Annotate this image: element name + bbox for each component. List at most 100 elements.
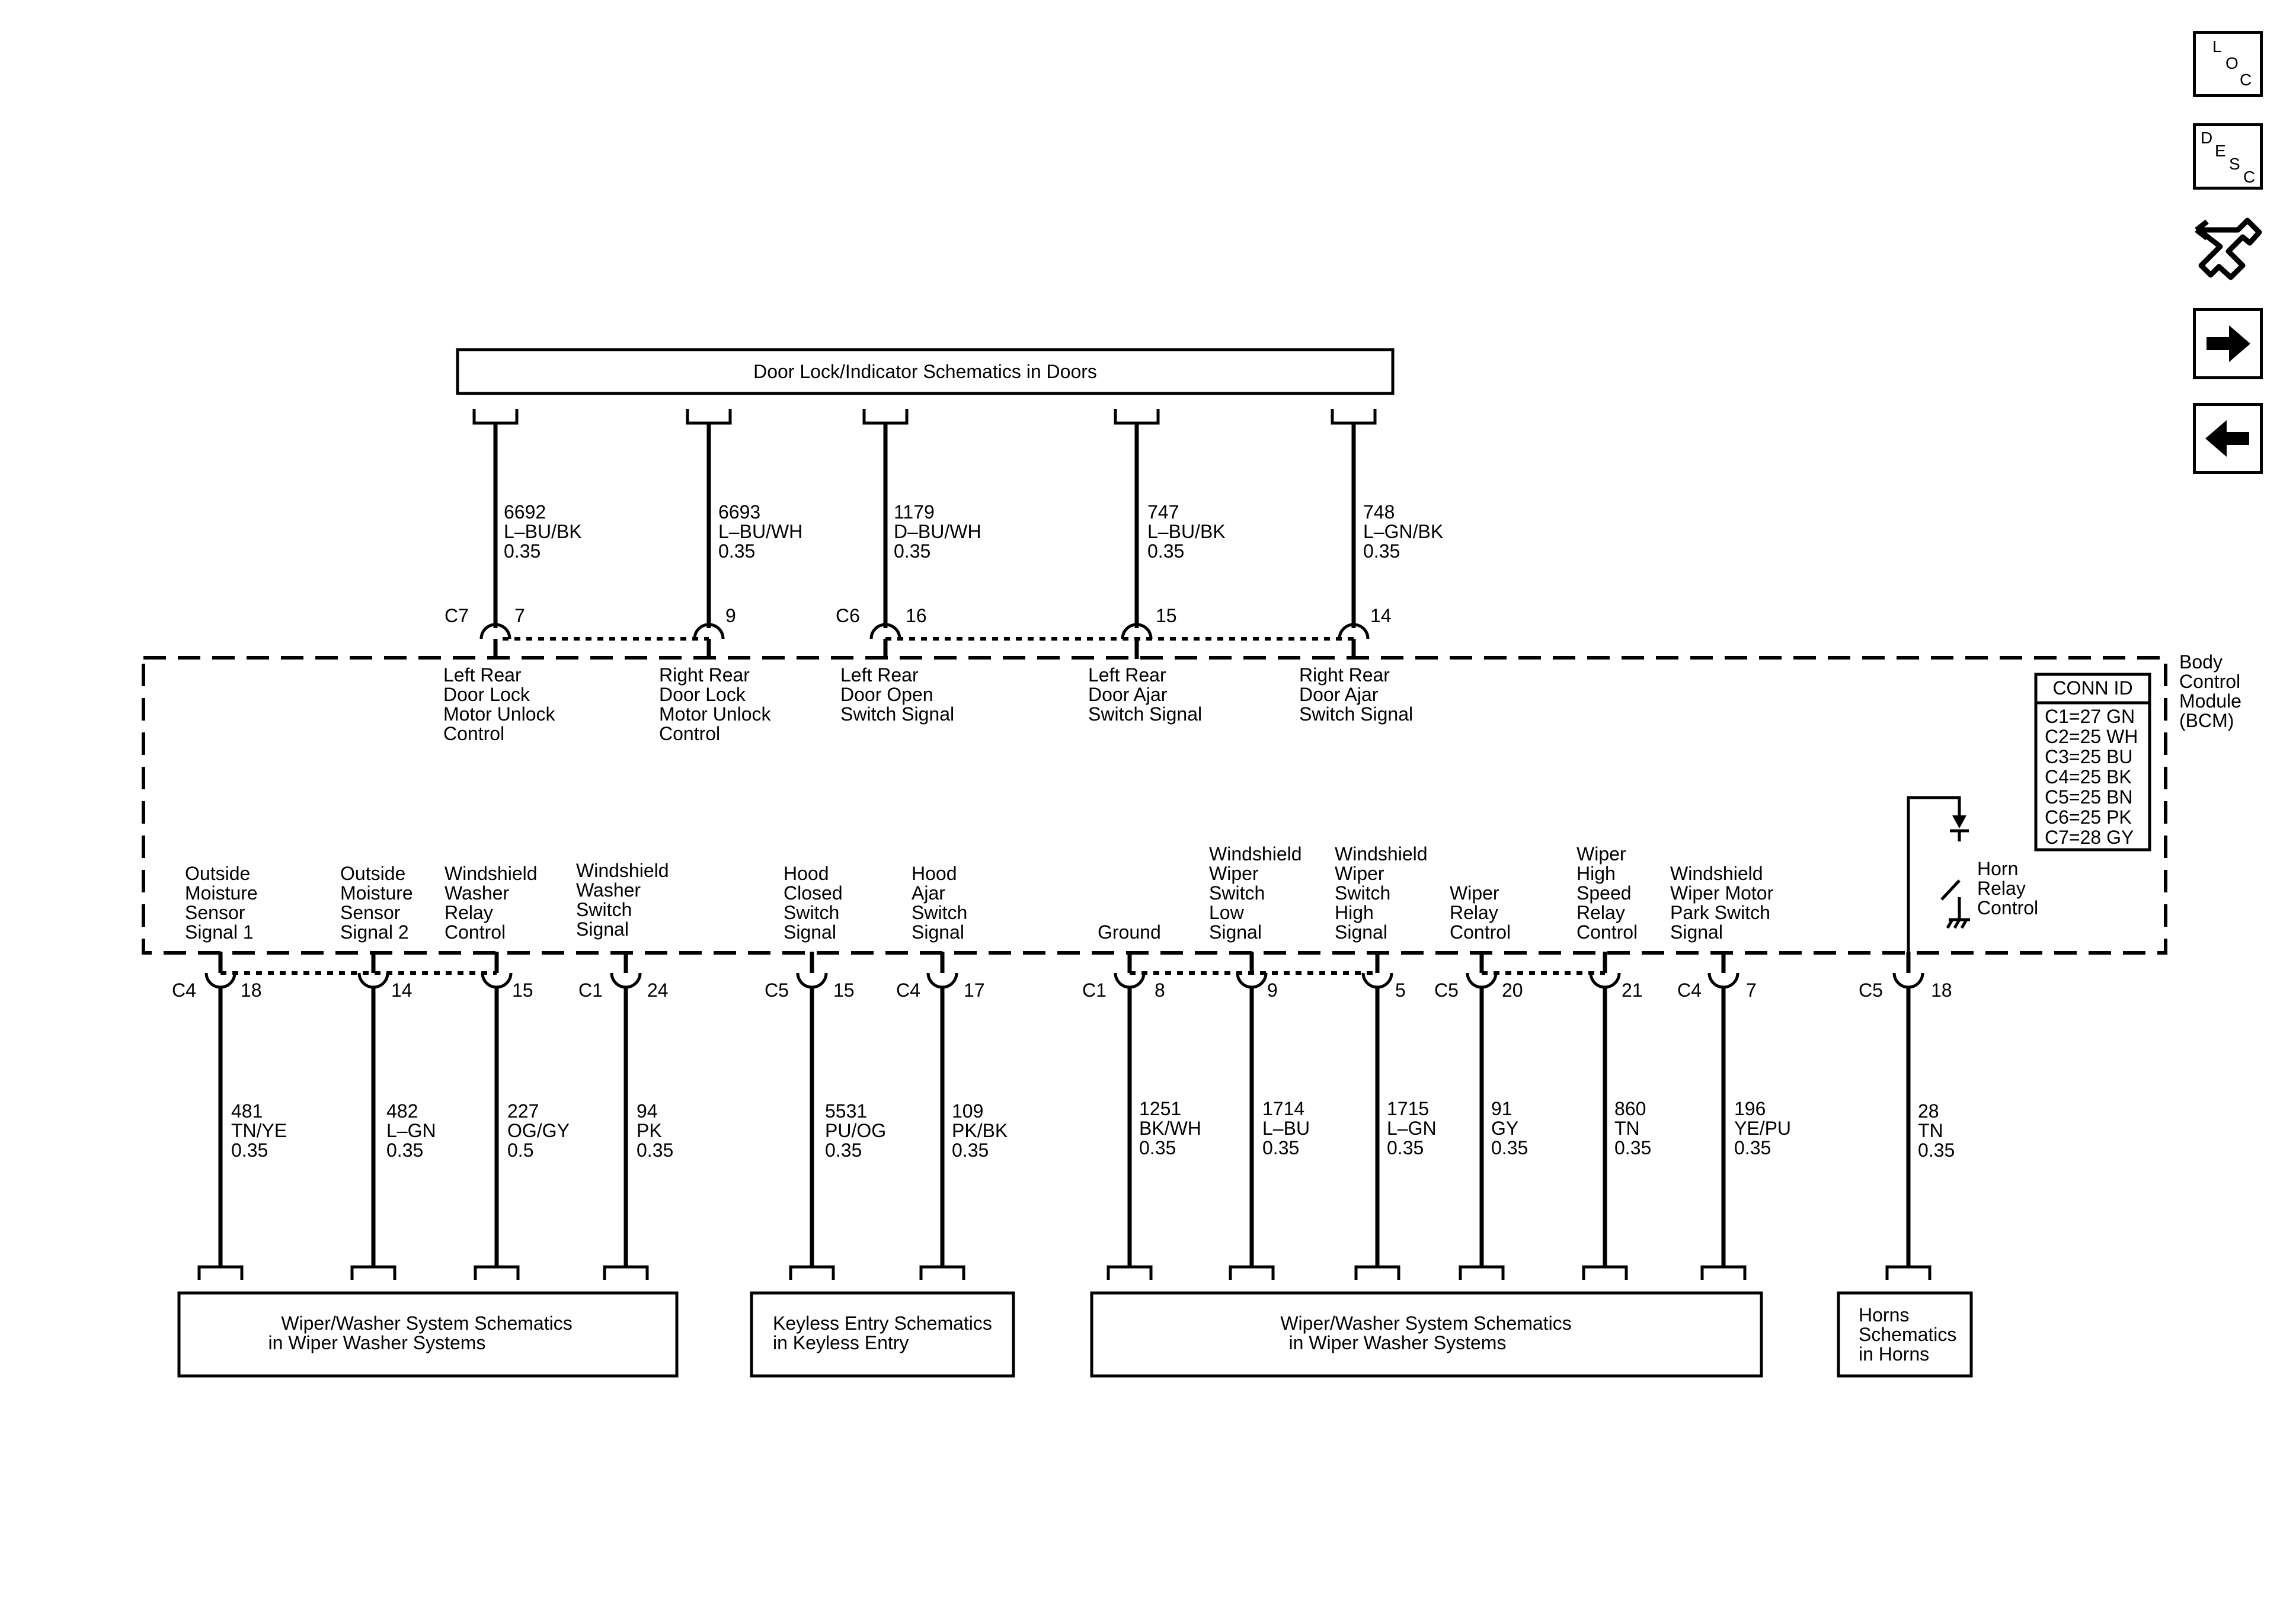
connector-id: C1: [578, 980, 603, 1001]
signal-label-line: Windshield: [1335, 843, 1428, 865]
bcm-name-line-4: (BCM): [2179, 710, 2234, 731]
signal-label-line: Signal: [912, 921, 964, 943]
bottom-circuit-860[interactable]: [1582, 952, 1628, 1280]
signal-label-line: Low: [1209, 902, 1245, 923]
prev-button[interactable]: [2193, 403, 2263, 474]
wire-color-code: GY: [1491, 1118, 1518, 1139]
conn-id-row: C4=25 BK: [2045, 766, 2132, 788]
conn-id-row: C5=25 BN: [2045, 786, 2133, 808]
signal-label-line: Door Ajar: [1299, 684, 1379, 705]
signal-label-line: Windshield: [1670, 863, 1763, 884]
signal-label-line: Windshield: [1209, 843, 1302, 865]
wire-circuit-number: 109: [952, 1100, 983, 1122]
wire-color-code: OG/GY: [507, 1120, 570, 1141]
bottom-circuit-1251[interactable]: [1107, 952, 1153, 1280]
bottom-circuit-196[interactable]: [1700, 952, 1747, 1280]
signal-label-line: Ajar: [912, 882, 945, 904]
connector-id: C5: [1859, 980, 1883, 1001]
signal-label-line: Right Rear: [1299, 664, 1390, 686]
top-circuit-747[interactable]: [1114, 409, 1160, 659]
connector-repair-icon[interactable]: [2193, 209, 2266, 286]
door-lock-schematics-box[interactable]: [456, 348, 1395, 395]
signal-label-line: Wiper: [1450, 882, 1499, 904]
signal-label-line: Wiper: [1209, 863, 1259, 884]
arrow-left-icon: [2205, 420, 2249, 457]
bottom-circuit-109[interactable]: [919, 952, 965, 1280]
wire-circuit-number: 748: [1363, 501, 1395, 523]
bottom-circuit-481[interactable]: [197, 952, 244, 1280]
wire-circuit-number: 6693: [718, 501, 760, 523]
signal-label-line: Closed: [784, 882, 843, 904]
top-circuit-1179[interactable]: [862, 409, 909, 659]
wire-circuit-number: 481: [231, 1100, 263, 1122]
signal-label-line: Park Switch: [1670, 902, 1770, 923]
bcm-name-line-3: Module: [2179, 690, 2241, 712]
wire-gauge: 0.35: [386, 1140, 423, 1161]
top-circuit-748[interactable]: [1331, 409, 1377, 659]
wiper-washer-schematics-box[interactable]: [177, 1291, 679, 1378]
bottom-circuit-482[interactable]: [350, 952, 396, 1280]
signal-label-line: Signal: [576, 918, 629, 940]
wire-circuit-number: 860: [1614, 1098, 1646, 1119]
signal-label-line: Right Rear: [659, 664, 750, 686]
wire-gauge: 0.5: [507, 1140, 533, 1161]
loc-button[interactable]: L O C: [2193, 31, 2263, 97]
bottom-circuit-5531[interactable]: [789, 952, 835, 1280]
wire-gauge: 0.35: [1363, 540, 1400, 562]
bottom-circuit-1715[interactable]: [1354, 952, 1400, 1280]
top-circuit-6693[interactable]: [686, 409, 732, 659]
bcm-module-outline: [142, 656, 2167, 955]
desc-letter: D: [2201, 129, 2213, 147]
wire-circuit-number: 227: [507, 1100, 539, 1122]
pin-number: 18: [241, 980, 262, 1001]
wire-circuit-number: 1714: [1262, 1098, 1304, 1119]
wire-color-code: TN/YE: [231, 1120, 287, 1141]
top-circuit-6692[interactable]: [472, 409, 519, 659]
bottom-circuit-91[interactable]: [1459, 952, 1505, 1280]
wire-circuit-number: 5531: [825, 1100, 867, 1122]
horn-relay-switch-icon: [1940, 815, 1970, 929]
wire-color-code: D–BU/WH: [894, 521, 981, 542]
wire-gauge: 0.35: [1147, 540, 1184, 562]
pin-number: 21: [1622, 980, 1643, 1001]
signal-label-line: Signal: [784, 921, 836, 943]
pin-number: 17: [964, 980, 985, 1001]
signal-label-line: Moisture: [340, 882, 413, 904]
wire-circuit-number: 747: [1147, 501, 1179, 523]
wire-circuit-number: 482: [386, 1100, 418, 1122]
signal-label-line: High: [1576, 863, 1616, 884]
wire-gauge: 0.35: [718, 540, 755, 562]
desc-button[interactable]: D E S C: [2193, 123, 2263, 190]
box-label-line: Wiper/Washer System Schematics: [281, 1313, 572, 1334]
wire-color-code: L–BU/WH: [718, 521, 802, 542]
signal-label-line: Sensor: [185, 902, 245, 923]
wire-gauge: 0.35: [1614, 1137, 1651, 1158]
signal-label-line: Switch: [1209, 882, 1265, 904]
pin-number: 7: [514, 605, 525, 626]
wire-gauge: 0.35: [1918, 1140, 1955, 1161]
box-label-line: in Wiper Washer Systems: [268, 1332, 486, 1353]
pin-number: 15: [833, 980, 855, 1001]
signal-label-line: Left Rear: [443, 664, 522, 686]
bottom-circuit-1714[interactable]: [1229, 952, 1275, 1280]
bottom-circuit-227[interactable]: [474, 952, 520, 1280]
wire-color-code: L–BU/BK: [1147, 521, 1226, 542]
box-label-line: in Keyless Entry: [773, 1332, 909, 1353]
horns-schematics-box[interactable]: [1837, 1291, 1973, 1378]
box-label-line: Schematics: [1859, 1324, 1956, 1345]
signal-label-line: Moisture: [185, 882, 258, 904]
box-label-line: Horns: [1859, 1304, 1909, 1326]
loc-letter: C: [2240, 71, 2252, 89]
conn-id-header: CONN ID: [2052, 677, 2132, 699]
desc-letter: E: [2215, 142, 2226, 160]
signal-label-line: Signal: [1335, 921, 1387, 943]
wiper-washer-schematics-box[interactable]: [1090, 1291, 1763, 1378]
bottom-circuit-94[interactable]: [603, 952, 649, 1280]
wire-color-code: TN: [1614, 1118, 1640, 1139]
wire-color-code: PK: [637, 1120, 662, 1141]
conn-id-row: C7=28 GY: [2045, 827, 2134, 848]
keyless-entry-schematics-box[interactable]: [750, 1291, 1015, 1378]
signal-label-line: Outside: [340, 863, 405, 884]
bottom-circuit-28[interactable]: [1885, 796, 1961, 1280]
next-button[interactable]: [2193, 308, 2263, 379]
